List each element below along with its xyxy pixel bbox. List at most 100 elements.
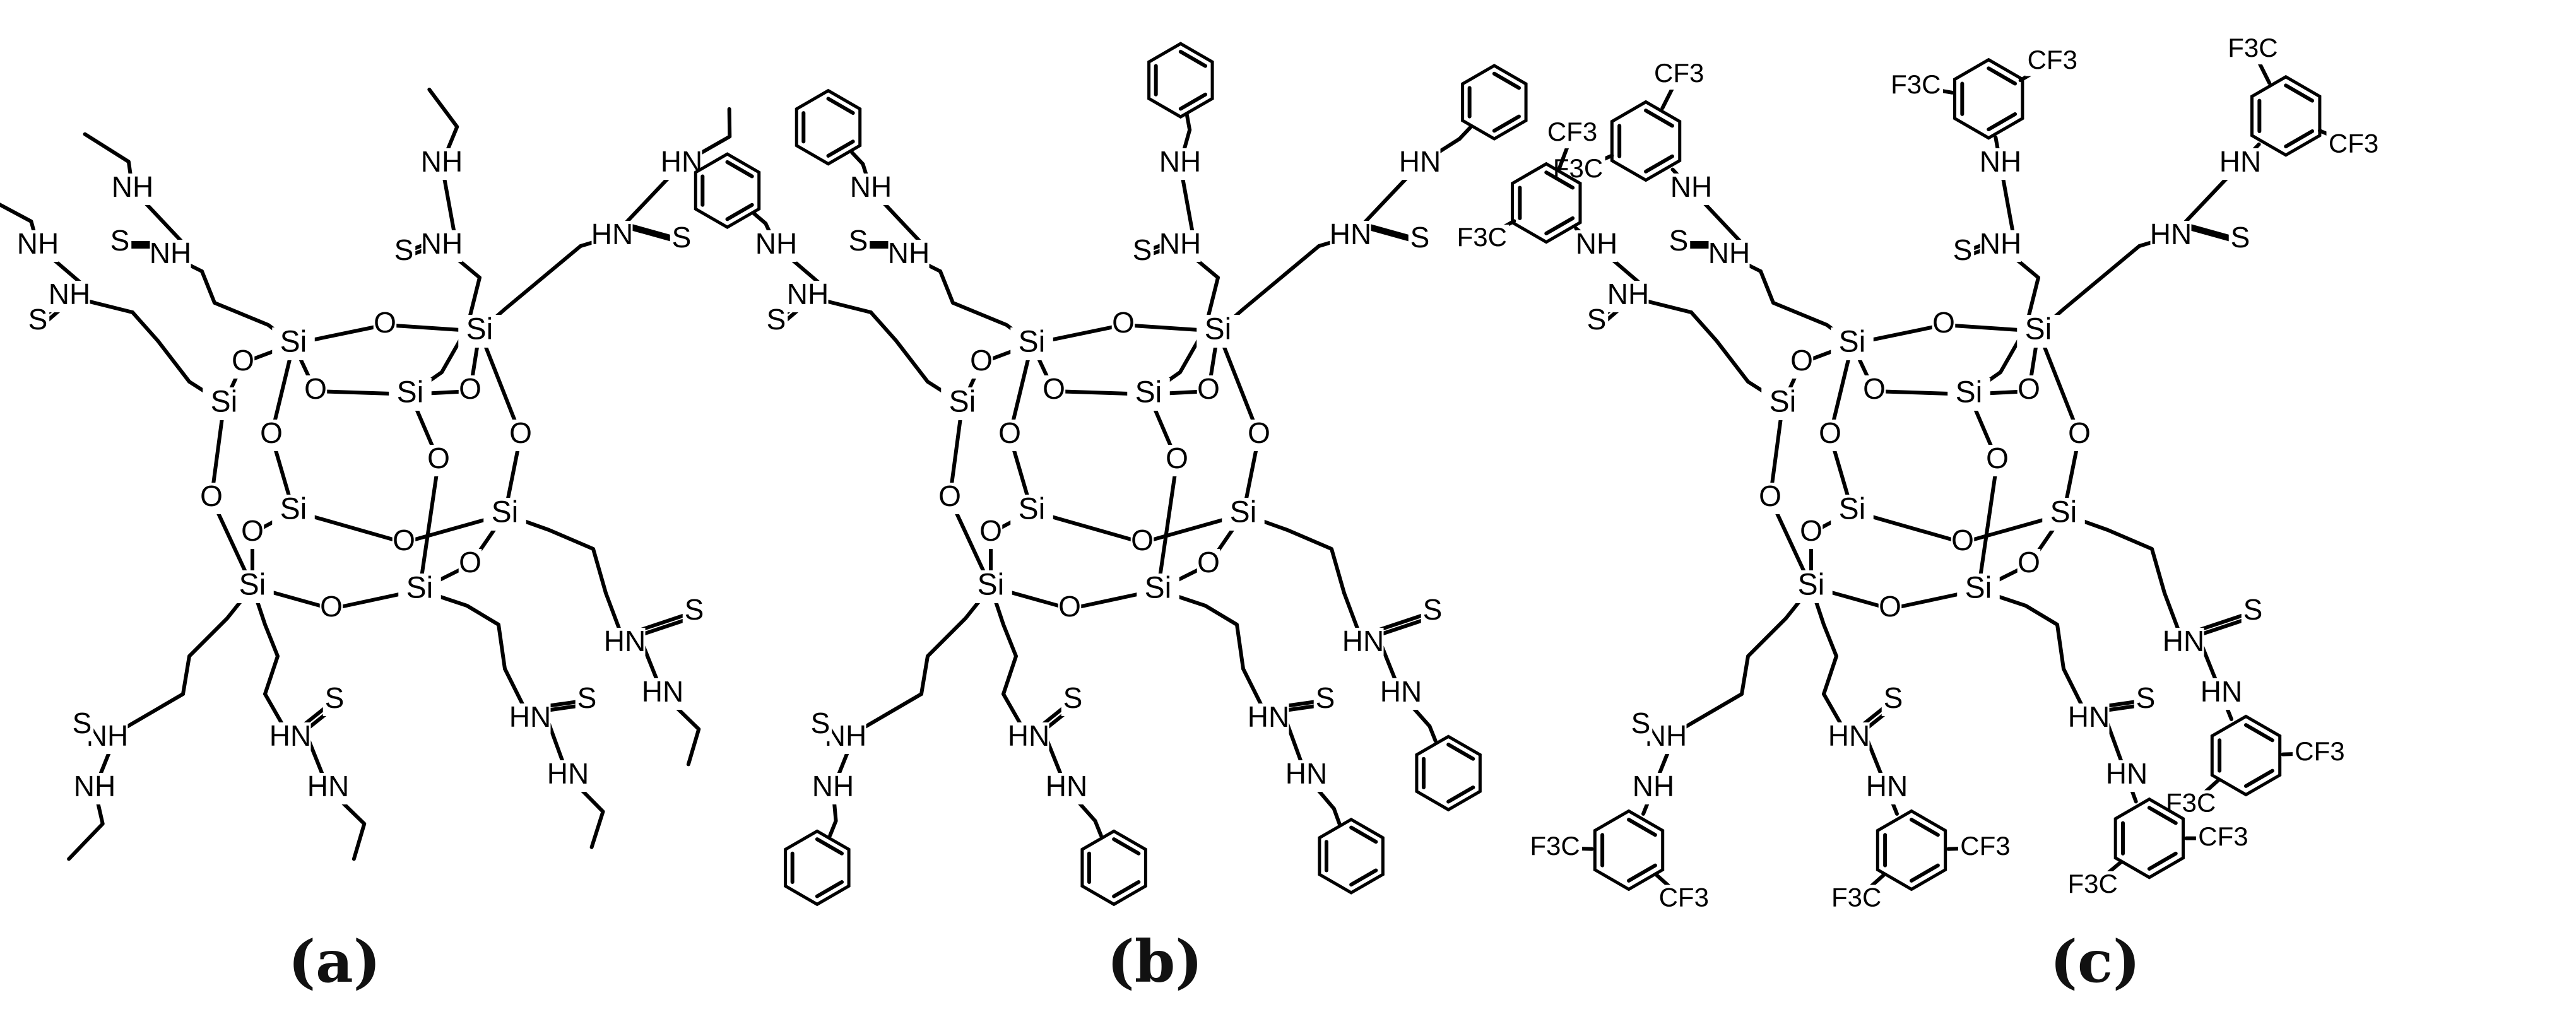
double-bond xyxy=(1544,170,1575,190)
nh-label: NH xyxy=(17,227,59,260)
o-label: O xyxy=(459,372,482,405)
cf3-label: CF3 xyxy=(2295,736,2344,766)
label-mask xyxy=(2326,131,2381,160)
label-mask xyxy=(1957,574,2000,606)
double-bond xyxy=(2243,723,2274,743)
label-mask xyxy=(1196,549,1220,580)
s-label: S xyxy=(325,681,345,714)
benzene-ring xyxy=(1511,162,1582,244)
o-label: O xyxy=(1166,442,1188,474)
nh-label: HN xyxy=(2219,145,2261,178)
si-label: Si xyxy=(211,385,238,419)
o-label: O xyxy=(1932,306,1955,339)
o-label: O xyxy=(1043,372,1065,405)
propyl-chain xyxy=(1156,588,1245,671)
propyl-chain xyxy=(989,585,1018,696)
nh-label: NH xyxy=(850,170,892,203)
label-mask xyxy=(319,593,343,625)
double-bond xyxy=(2147,851,2178,871)
double-bond xyxy=(2284,83,2315,103)
nh-label: NH xyxy=(787,278,829,310)
label-mask xyxy=(1576,230,1617,262)
label-mask xyxy=(108,227,132,259)
label-mask xyxy=(1058,593,1082,625)
cf3-label: F3C xyxy=(1831,883,1881,912)
label-mask xyxy=(755,230,797,262)
label-mask xyxy=(2195,823,2250,853)
si-label: Si xyxy=(1019,493,1046,526)
label-mask xyxy=(969,347,993,379)
label-mask xyxy=(259,420,283,451)
label-mask xyxy=(86,722,128,754)
nh-label: HN xyxy=(1399,145,1441,178)
nh-label: HN xyxy=(642,675,683,708)
si-label: Si xyxy=(466,313,493,346)
si-label: Si xyxy=(239,568,266,602)
label-mask xyxy=(1932,309,1956,341)
nh-label: HN xyxy=(1866,770,1908,803)
propyl-chain xyxy=(2062,512,2166,595)
label-mask xyxy=(421,148,463,180)
cf3-label: CF3 xyxy=(1547,117,1597,146)
nh-label: NH xyxy=(1980,227,2021,260)
label-mask xyxy=(1159,230,1201,262)
label-mask xyxy=(272,495,315,527)
label-mask xyxy=(850,174,892,205)
label-mask xyxy=(1670,174,1712,205)
label-mask xyxy=(1651,61,1706,90)
si-label: Si xyxy=(280,493,307,526)
label-mask xyxy=(231,570,274,603)
label-mask xyxy=(1947,378,1990,411)
label-mask xyxy=(1818,420,1842,451)
label-mask xyxy=(1330,221,1371,252)
label-mask xyxy=(2150,221,2192,252)
nh-label: NH xyxy=(74,770,115,803)
double-bond xyxy=(815,837,844,856)
o-label: O xyxy=(1058,590,1081,623)
propyl-chain xyxy=(251,585,280,696)
label-mask xyxy=(2219,148,2261,180)
o-label: O xyxy=(241,514,264,547)
si-o-bond xyxy=(478,329,523,437)
molecule-c: F3CCF3NHNHSF3CCF3NHNHSF3CCF3HNHNSF3CCF3N… xyxy=(1455,33,2381,914)
si-label: Si xyxy=(1230,496,1257,529)
si-label: Si xyxy=(1798,568,1825,602)
label-mask xyxy=(2241,596,2265,628)
s-label: S xyxy=(577,681,597,714)
label-mask xyxy=(2017,315,2060,348)
label-mask xyxy=(1980,230,2021,262)
double-bond xyxy=(1644,154,1674,174)
label-mask xyxy=(322,685,346,716)
benzene-ring xyxy=(2113,797,2185,880)
label-mask xyxy=(575,685,599,716)
label-mask xyxy=(458,549,482,580)
o-label: O xyxy=(260,416,283,449)
nh-label: HN xyxy=(1342,625,1384,657)
benzene-ring xyxy=(1610,100,1682,182)
double-bond xyxy=(725,203,754,221)
s-label: S xyxy=(672,221,692,254)
double-bond xyxy=(1349,868,1378,887)
caption-c: (c) xyxy=(2050,927,2141,996)
double-bond xyxy=(1987,66,2018,86)
caption-a: (a) xyxy=(288,927,381,996)
ring-bond xyxy=(752,211,768,226)
benzene-ring xyxy=(1593,809,1665,892)
label-mask xyxy=(941,387,984,420)
label-mask xyxy=(2134,685,2158,716)
double-bond xyxy=(1627,863,1657,883)
label-mask xyxy=(74,773,115,804)
o-label: O xyxy=(1819,416,1841,449)
propyl-chain xyxy=(1241,512,1346,595)
label-mask xyxy=(682,596,706,628)
label-mask xyxy=(764,306,788,338)
label-mask xyxy=(1831,495,1874,527)
o-label: O xyxy=(1112,306,1135,339)
label-mask xyxy=(888,240,930,271)
s-label: S xyxy=(1669,224,1689,257)
s-label: S xyxy=(811,707,830,739)
nh-label: NH xyxy=(1159,145,1201,178)
molecule-group: F3CCF3NHNHSF3CCF3NHNHSF3CCF3HNHNSF3CCF3N… xyxy=(1455,33,2381,914)
label-mask xyxy=(392,237,416,268)
